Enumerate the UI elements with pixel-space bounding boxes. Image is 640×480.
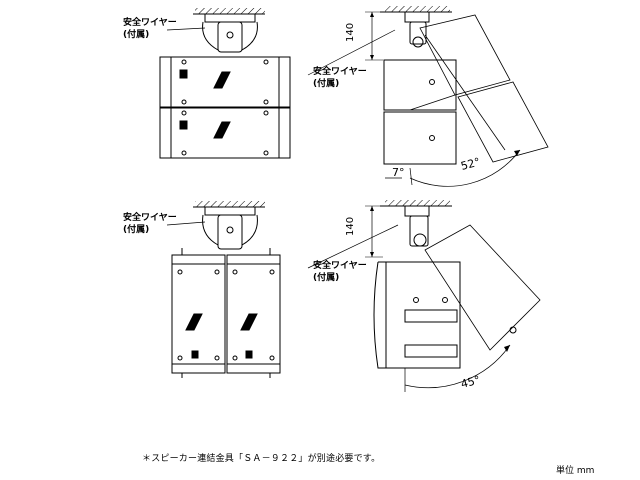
- upper-cabinet: [383, 59, 457, 111]
- ceiling-hatch: [195, 201, 265, 207]
- left-badge: [191, 350, 199, 359]
- ceiling-hatch: [195, 8, 265, 14]
- wire-label-3a: 安全ワイヤー: [123, 211, 177, 223]
- lower-cabinet-inner: [170, 107, 280, 159]
- bracket-plate: [404, 11, 430, 23]
- angle-45: 45°: [459, 373, 481, 391]
- bracket-bolt: [226, 31, 234, 39]
- ceiling-hatch: [385, 6, 450, 12]
- wire-leader: [307, 29, 396, 76]
- dim-140-top: 140: [345, 23, 356, 42]
- wire-label-2b: (付属): [313, 77, 339, 89]
- dim-140-bottom: 140: [345, 217, 356, 236]
- angle-arc-52: [409, 149, 521, 187]
- wire-label-1b: (付属): [123, 28, 149, 40]
- wire-label-3b: (付属): [123, 223, 149, 235]
- angle-arc-45: [404, 344, 511, 389]
- bracket-body: [409, 21, 427, 45]
- upper-badge: [179, 69, 188, 79]
- bracket-plate: [204, 13, 256, 23]
- lower-logo: [213, 121, 231, 139]
- bracket-body: [217, 21, 243, 53]
- upper-logo: [213, 71, 231, 89]
- tilted-cabinet: [424, 224, 541, 351]
- wire-leader: [166, 27, 206, 31]
- upper-cabinet-inner: [170, 56, 280, 108]
- bracket-arms: [202, 21, 258, 51]
- wire-label-1a: 安全ワイヤー: [123, 16, 177, 28]
- unit-label: 単位 mm: [556, 466, 595, 476]
- side-view-side-by-side: [307, 200, 541, 392]
- cabinet-profile: [373, 261, 461, 369]
- front-view-stacked: [159, 8, 291, 159]
- right-badge: [245, 350, 253, 359]
- angle-52: 52°: [459, 155, 481, 173]
- wire-label-2a: 安全ワイヤー: [313, 65, 367, 77]
- angle-7: 7°: [392, 166, 405, 179]
- front-view-side-by-side: [166, 201, 281, 378]
- wire-label-4a: 安全ワイヤー: [313, 259, 367, 271]
- right-logo: [240, 313, 258, 331]
- footnote: ＊スピーカー連結金具「ＳＡ－９２２」が別途必要です。: [142, 454, 381, 464]
- angle-ref-line: [409, 167, 413, 186]
- side-view-stacked: [307, 6, 549, 187]
- lower-cabinet: [383, 111, 457, 165]
- bracket-body: [217, 214, 243, 250]
- lower-badge: [179, 120, 188, 130]
- tilted-cabinets: [409, 14, 549, 163]
- left-logo: [185, 313, 203, 331]
- wire-label-4b: (付属): [313, 271, 339, 283]
- ceiling-hatch: [385, 200, 450, 206]
